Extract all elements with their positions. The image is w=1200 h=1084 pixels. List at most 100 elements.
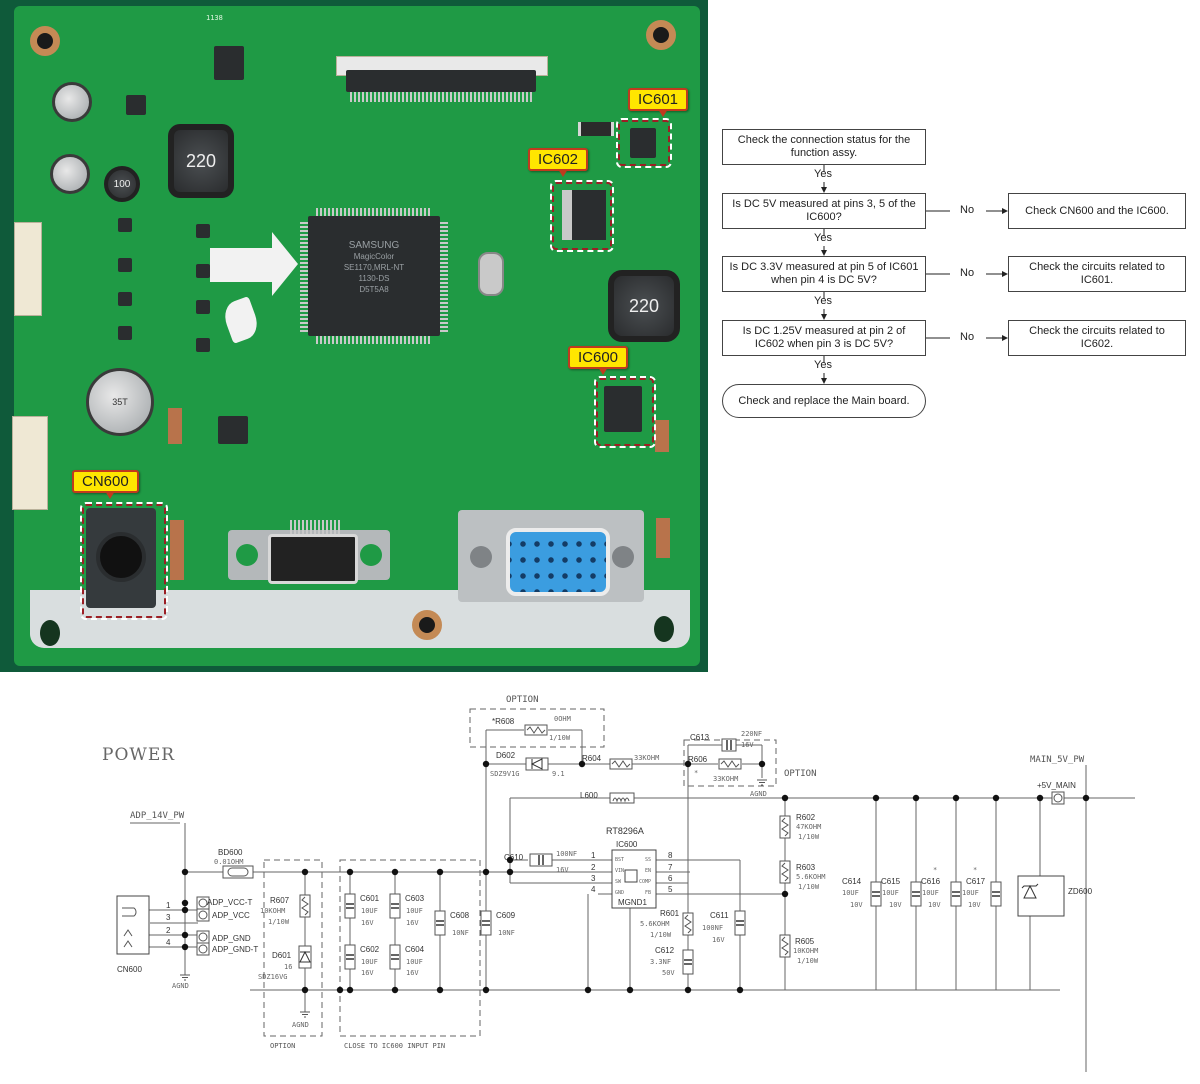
key-connector [12,416,48,510]
inductor-220-right: 220 [608,270,680,342]
test-point [1036,794,1044,802]
tp-label: ADP_VCC [212,911,250,920]
r606-resistor [718,758,742,770]
hdmi-port [268,534,358,584]
test-point [436,986,444,994]
schematic-label: 16V [406,919,419,927]
flow-step-4: Is DC 1.25V measured at pin 2 of IC602 w… [722,320,926,356]
test-point [482,986,490,994]
pad [168,408,182,444]
schematic-label: 16V [361,969,374,977]
vga-port [506,528,610,596]
schematic-label: C613 [690,733,710,742]
schematic-label: 10UF [882,889,899,897]
pin-number: 4 [166,938,171,947]
schematic-label: D602 [496,751,516,760]
ic601-highlight [616,118,672,168]
tp-label: ADP_GND-T [212,945,258,954]
schematic-label: 1 [591,851,596,860]
test-point [346,986,354,994]
test-point [181,868,189,876]
test-point [301,986,309,994]
c608-cap [434,910,446,936]
schematic-label: R606 [688,755,708,764]
net-plus5v-main: +5V_MAIN [1037,781,1076,790]
no-label: No [960,204,975,216]
flow-terminal: Check and replace the Main board. [722,384,926,418]
c603-cap [389,893,401,919]
schematic-label: 5.6KOHM [640,920,670,928]
electrolytic-cap [52,82,92,122]
no-label: No [960,267,975,279]
schematic-label: 16 [284,963,292,971]
test-point [1082,794,1090,802]
test-point [992,794,1000,802]
test-point [436,868,444,876]
flow-step-3: Is DC 3.3V measured at pin 5 of IC601 wh… [722,256,926,292]
inductor-100: 100 [104,166,140,202]
ic601-callout: IC601 [628,88,689,117]
flow-action-text: Check the circuits related to IC601. [1029,261,1165,286]
test-point [181,931,189,939]
test-point [578,760,586,768]
yes-label: Yes [814,232,832,244]
schematic-label: 100NF [702,924,723,932]
test-point [506,868,514,876]
schematic-label: 8 [668,851,673,860]
pcb-component [118,292,132,306]
schematic-label: R603 [796,863,816,872]
schematic-label: 1/10W [650,931,672,939]
ic600-highlight [594,376,656,448]
schematic-label: 10V [968,901,981,909]
flow-action-text: Check CN600 and the IC600. [1025,204,1169,217]
schematic-label: ZD600 [1068,887,1093,896]
ic600-chip [604,386,642,432]
ic600-label: IC600 [578,349,619,366]
flow-action-text: Check the circuits related to IC602. [1029,325,1165,350]
schematic-label: C610 [504,853,524,862]
pcb-component [196,224,210,238]
schematic-label: * [933,866,937,874]
c617-cap [990,881,1002,907]
inductor-220-top: 220 [168,124,234,198]
ground-icon [299,1011,311,1018]
schematic-label: 10NF [498,929,515,937]
schematic-label: 50V [662,969,675,977]
yes-label: Yes [814,295,832,307]
no-label: No [960,331,975,343]
cn600-highlight [80,502,168,620]
c612-cap [682,949,694,975]
schematic-label: C602 [360,945,380,954]
schematic-label: 2 [591,863,596,872]
flow-step-text: Check the connection status for the func… [737,134,911,159]
vga-screw [612,546,634,568]
schematic-label: 1/10W [798,833,820,841]
r603-resistor [779,860,791,884]
net-main-5v: MAIN_5V_PW [1030,755,1085,765]
lvds-pins [350,92,534,102]
pcb-component [316,336,432,344]
chip-code: D5T5A8 [359,285,389,294]
tp-label: ADP_VCC-T [207,898,252,907]
test-point [482,868,490,876]
schematic-label: C601 [360,894,380,903]
option-label: OPTION [506,695,539,705]
ic-ref: IC600 [616,840,638,849]
schematic-label: EN [645,868,651,874]
schematic-label: AGND [750,790,767,798]
test-point [181,943,189,951]
schematic-label: SW [615,879,622,885]
test-point [872,794,880,802]
ic-part: RT8296A [606,826,644,836]
test-point [346,868,354,876]
pcb-component [196,338,210,352]
schematic-label: 1/10W [798,883,820,891]
electrolytic-cap [50,154,90,194]
yes-label: Yes [814,168,832,180]
flow-connectors [821,165,1008,384]
pad [170,520,184,580]
bd600-ferrite [222,865,254,879]
schematic-label: C614 [842,877,862,886]
c616-cap [950,881,962,907]
flow-action-2: Check the circuits related to IC601. [1008,256,1186,292]
